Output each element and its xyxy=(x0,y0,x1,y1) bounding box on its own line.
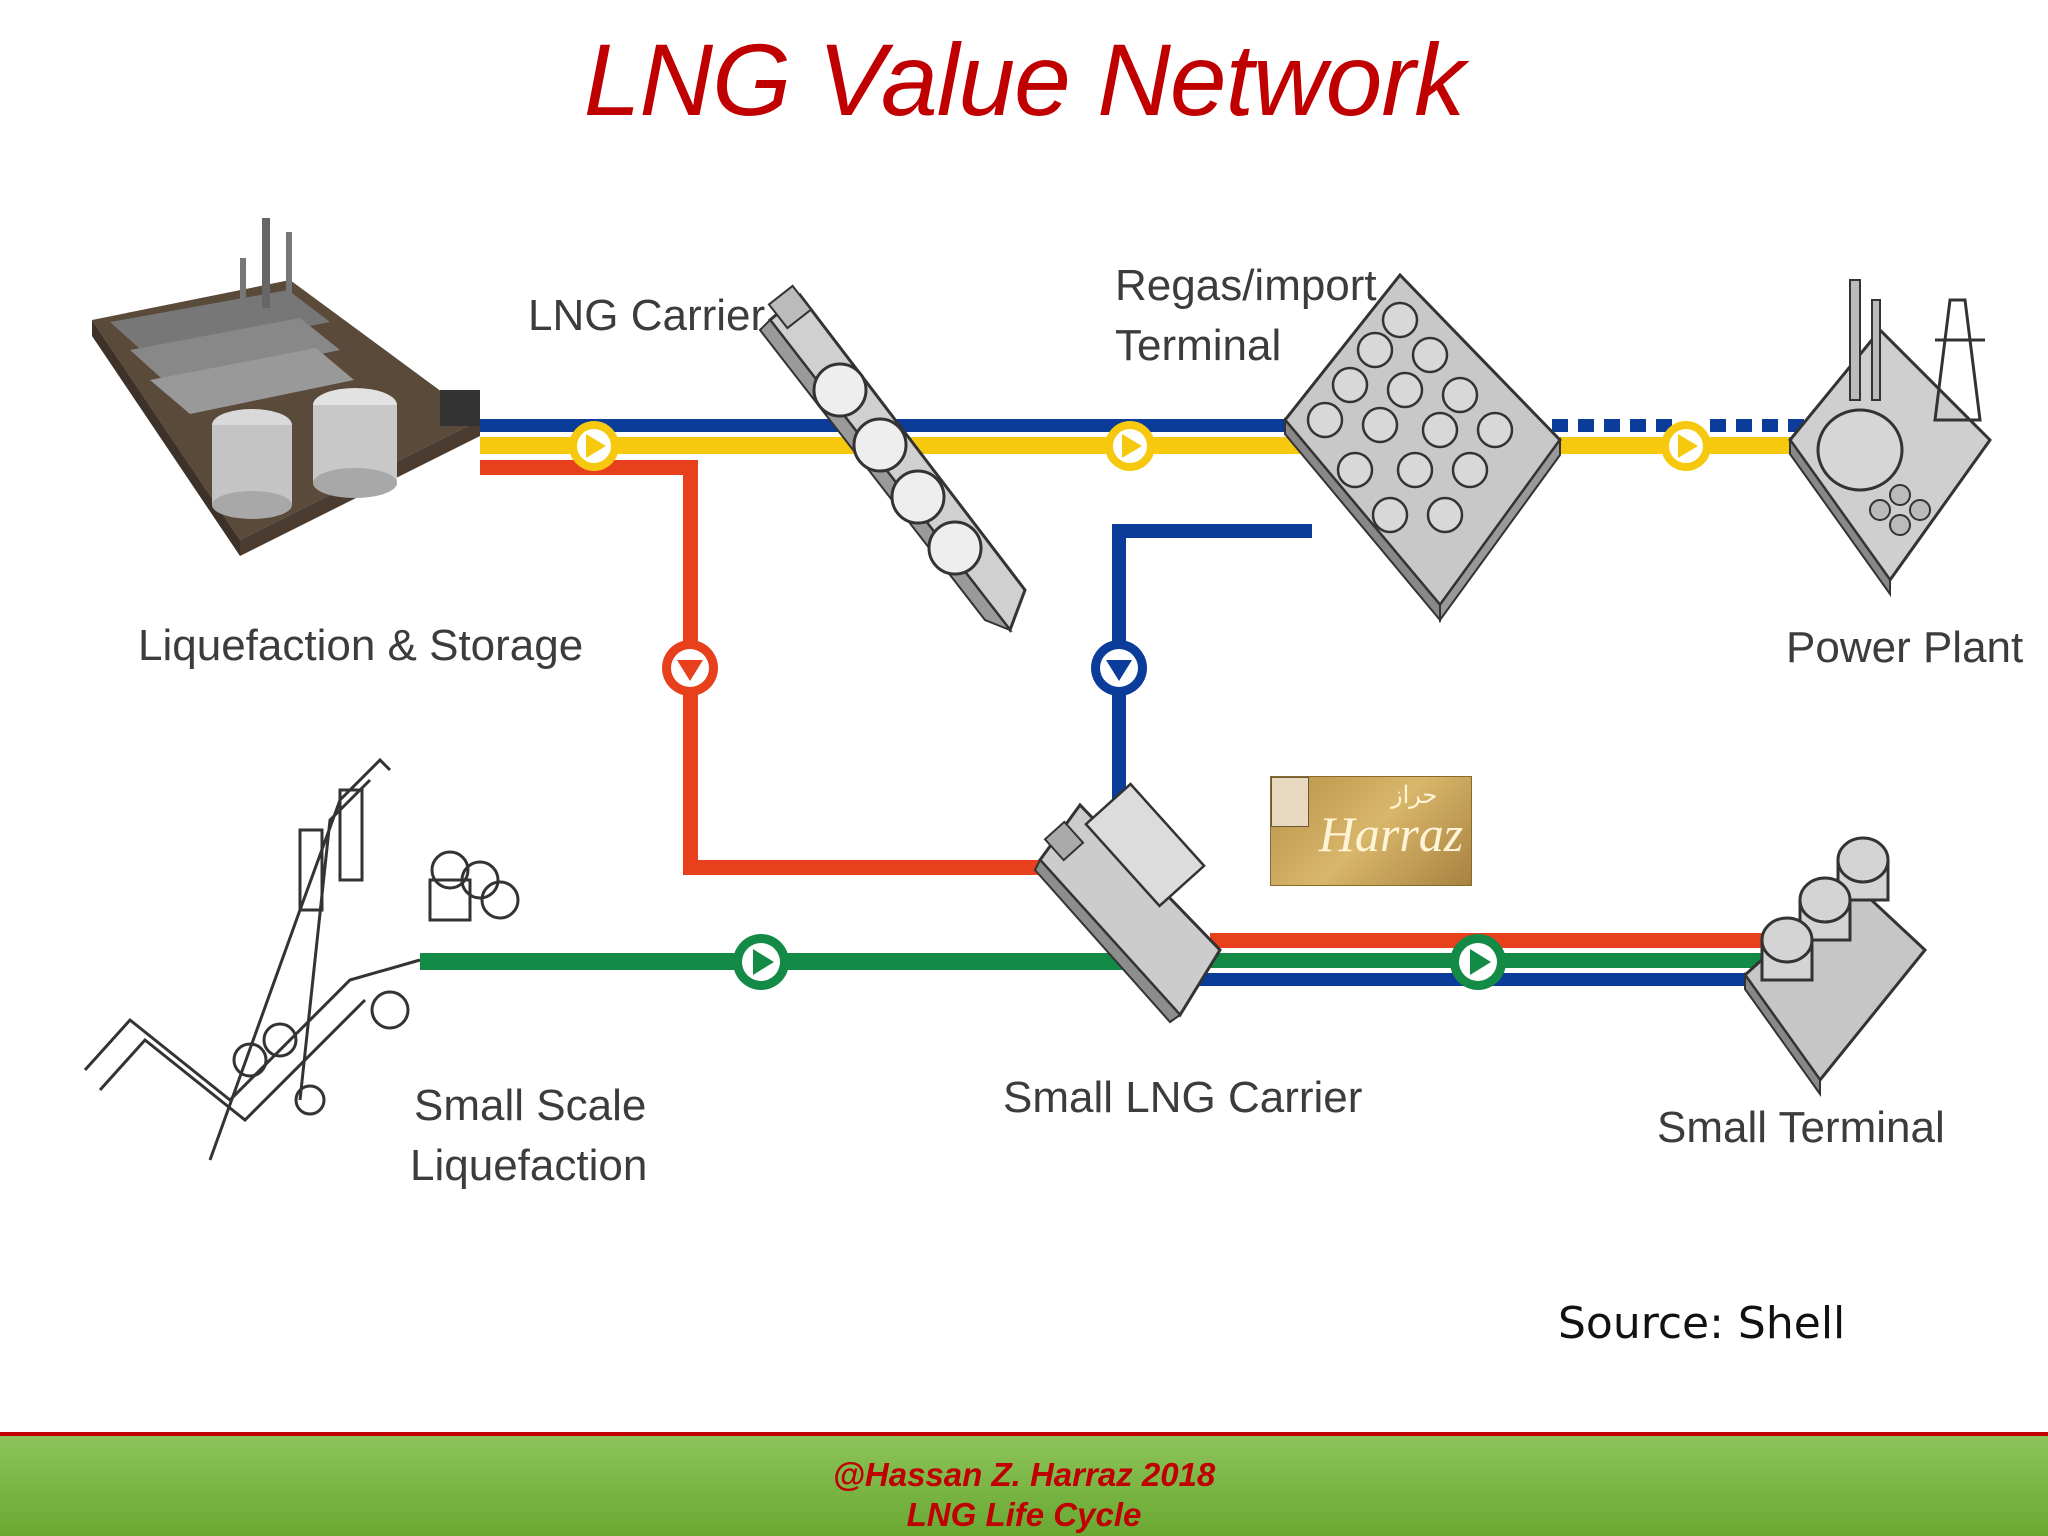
valve-green-1 xyxy=(733,934,789,990)
author-photo xyxy=(1271,777,1309,827)
valve-yellow-1 xyxy=(569,421,619,471)
label-small-lng-carrier: Small LNG Carrier xyxy=(1003,1073,1362,1122)
lng-carrier-ship-illustration xyxy=(758,284,1027,634)
blue-branch-horizontal xyxy=(1112,524,1312,538)
logo-text: Harraz xyxy=(1318,806,1464,862)
harraz-logo: حراز Harraz xyxy=(1270,776,1472,886)
label-small-scale-line2: Liquefaction xyxy=(410,1141,647,1190)
label-small-terminal: Small Terminal xyxy=(1657,1103,1945,1152)
liquefaction-plant-illustration xyxy=(92,218,480,556)
small-terminal-illustration xyxy=(1743,836,1928,1098)
slide-title: LNG Value Network xyxy=(583,23,1466,137)
valve-yellow-3 xyxy=(1661,421,1711,471)
footer-bar: @Hassan Z. Harraz 2018 LNG Life Cycle xyxy=(0,1436,2048,1536)
regas-terminal-illustration xyxy=(1283,272,1562,624)
flow-valves xyxy=(569,421,1711,990)
green-pipe xyxy=(420,953,1180,970)
footer-subtitle: LNG Life Cycle xyxy=(906,1496,1142,1533)
logo-arabic-text: حراز xyxy=(1391,781,1438,809)
red-branch-horizontal xyxy=(683,860,1053,875)
valve-yellow-2 xyxy=(1105,421,1155,471)
label-lng-carrier: LNG Carrier xyxy=(528,291,765,340)
node-labels: Liquefaction & Storage LNG Carrier Regas… xyxy=(138,261,2023,1190)
lng-network-diagram: Liquefaction & Storage LNG Carrier Regas… xyxy=(83,218,2023,1190)
source-credit: Source: Shell xyxy=(1558,1298,1846,1349)
valve-red-down xyxy=(662,640,718,696)
label-small-scale-line1: Small Scale xyxy=(414,1081,646,1130)
valve-green-2 xyxy=(1450,934,1506,990)
valve-blue-down xyxy=(1091,640,1147,696)
power-plant-illustration xyxy=(1788,279,1992,598)
label-power-plant: Power Plant xyxy=(1786,623,2023,672)
small-scale-liquefaction-illustration xyxy=(83,757,520,1161)
label-regas-line1: Regas/import xyxy=(1115,261,1377,310)
footer-copyright: @Hassan Z. Harraz 2018 xyxy=(832,1456,1216,1493)
label-regas-line2: Terminal xyxy=(1115,321,1281,370)
footer-divider xyxy=(0,1432,2048,1438)
small-lng-carrier-illustration xyxy=(1033,782,1222,1024)
label-liquefaction-storage: Liquefaction & Storage xyxy=(138,621,583,670)
